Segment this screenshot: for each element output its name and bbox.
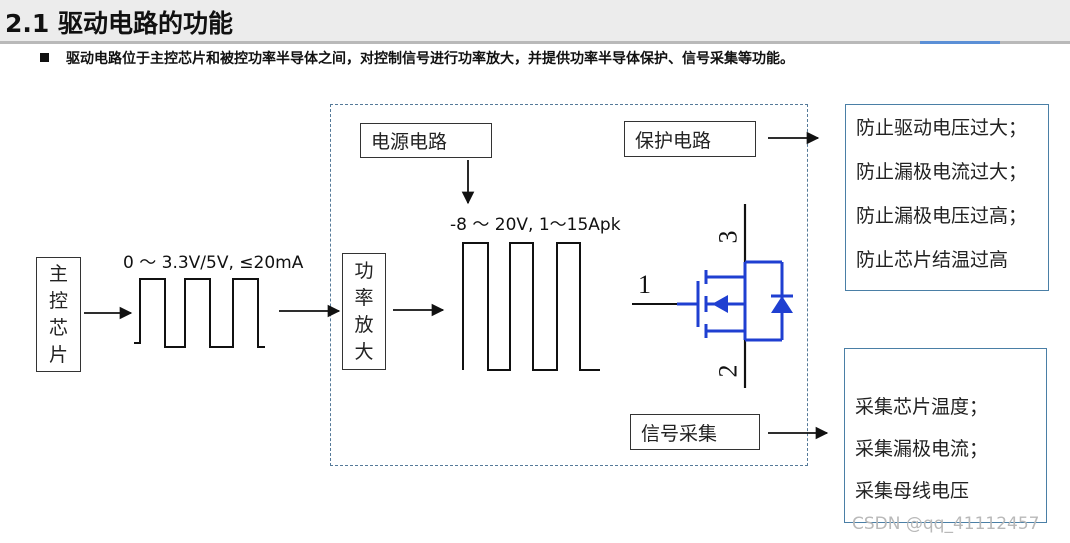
title-bar	[0, 0, 1070, 42]
input-square-wave	[134, 278, 265, 348]
bullet-text: 驱动电路位于主控芯片和被控功率半导体之间，对控制信号进行功率放大，并提供功率半导…	[66, 51, 794, 67]
main-chip-char-1: 主	[48, 262, 68, 285]
protection-item: 防止漏极电流过大；	[856, 161, 1028, 183]
sampling-items-box: 采集芯片温度； 采集漏极电流； 采集母线电压	[844, 348, 1047, 523]
page-title: 2.1 驱动电路的功能	[5, 9, 233, 38]
emitter-pin-label: 2	[713, 364, 743, 378]
sampling-item: 采集芯片温度；	[855, 396, 989, 418]
main-chip-box: 主 控 芯 片	[36, 257, 81, 372]
signal-label: 0 ～ 3.3V/5V, ≤20mA	[123, 253, 304, 273]
title-rule	[0, 41, 1070, 44]
main-chip-char-4: 片	[48, 343, 68, 366]
watermark: CSDN @qq_41112457	[852, 514, 1040, 534]
signal-sampling-box: 信号采集	[630, 414, 760, 450]
mosfet-body-arrow	[712, 295, 728, 313]
protection-items-box: 防止驱动电压过大； 防止漏极电流过大； 防止漏极电压过高； 防止芯片结温过高	[845, 104, 1049, 291]
main-chip-char-3: 芯	[48, 316, 68, 339]
main-chip-char-2: 控	[48, 289, 68, 312]
power-circuit-box: 电源电路	[360, 123, 492, 158]
amp-char-2: 率	[354, 286, 374, 309]
amp-char-1: 功	[354, 259, 374, 282]
driver-circuit-frame	[330, 104, 808, 466]
sampling-item: 采集漏极电流；	[855, 438, 989, 460]
output-label: -8 ～ 20V, 1～15Apk	[450, 215, 621, 235]
amp-char-4: 大	[354, 340, 374, 363]
sampling-item: 采集母线电压	[855, 480, 970, 502]
title-rule-accent	[920, 41, 1000, 44]
gate-pin-label: 1	[638, 270, 651, 299]
power-amp-box: 功 率 放 大	[342, 253, 386, 370]
protection-item: 防止芯片结温过高	[856, 249, 1009, 271]
amp-char-3: 放	[354, 313, 374, 336]
protection-item: 防止漏极电压过高；	[856, 205, 1028, 227]
collector-pin-label: 3	[713, 230, 743, 244]
protection-item: 防止驱动电压过大；	[856, 117, 1028, 139]
mosfet-symbol	[677, 260, 784, 342]
body-diode-triangle	[771, 296, 793, 313]
protection-circuit-box: 保护电路	[624, 121, 756, 157]
bullet-square-icon	[40, 53, 49, 62]
output-square-wave	[462, 242, 600, 371]
